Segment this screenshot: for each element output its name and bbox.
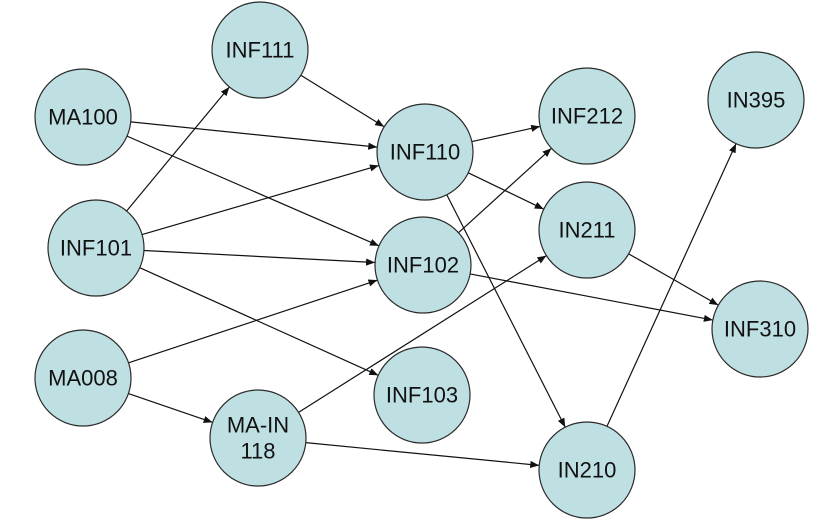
node-inf212: INF212 [538,67,636,165]
node-inf102: INF102 [374,216,472,314]
edge-inf110-to-inf212 [471,124,541,143]
edges [126,74,737,469]
node-circle [47,199,145,297]
node-circle [34,68,132,166]
edge-inf110-to-in210 [446,194,566,428]
edge-ma100-to-inf102 [126,135,380,247]
edge-inf101-to-inf110 [141,164,380,236]
edge-inf101-to-inf103 [139,267,379,376]
node-circle [211,1,309,99]
edge-ma008-to-inf102 [128,279,378,364]
edge-inf101-to-inf111 [126,86,230,212]
node-ma100: MA100 [34,68,132,166]
node-circle [538,181,636,279]
edge-ma-in118-to-in211 [298,255,547,413]
edge-in210-to-in395 [606,143,737,427]
node-label: MA008 [48,366,118,391]
node-in211: IN211 [538,181,636,279]
node-inf310: INF310 [711,280,809,378]
node-inf110: INF110 [376,103,474,201]
node-label: INF101 [60,236,132,261]
edge-inf101-to-inf102 [143,249,376,266]
node-ma008: MA008 [34,329,132,427]
node-label: INF103 [386,383,458,408]
edge-ma-in118-to-in210 [305,442,540,469]
node-label: INF110 [390,140,461,165]
node-inf103: INF103 [373,346,471,444]
node-in395: IN395 [707,51,805,149]
edge-ma100-to-inf110 [130,121,378,150]
node-in210: IN210 [538,421,636,519]
node-circle [376,103,474,201]
edge-inf110-to-in211 [467,172,545,210]
node-label: INF102 [387,253,459,278]
edge-ma008-to-ma-in118 [128,392,213,424]
node-label: MA-IN [227,413,289,438]
node-label: 118 [240,439,275,464]
node-label: MA100 [48,105,118,130]
node-label: IN211 [558,218,615,243]
node-circle [707,51,805,149]
node-inf111: INF111 [211,1,309,99]
node-label: INF111 [226,38,295,63]
node-circle [209,389,307,487]
node-label: IN395 [727,88,786,113]
node-circle [373,346,471,444]
edge-inf102-to-inf212 [458,147,552,234]
node-circle [538,67,636,165]
edge-inf102-to-inf310 [470,273,713,322]
node-circle [711,280,809,378]
node-circle [34,329,132,427]
node-label: INF212 [551,104,623,129]
edge-inf111-to-inf110 [300,74,385,128]
node-label: INF310 [724,317,796,342]
node-inf101: INF101 [47,199,145,297]
node-circle [538,421,636,519]
node-label: IN210 [558,458,617,483]
node-circle [374,216,472,314]
